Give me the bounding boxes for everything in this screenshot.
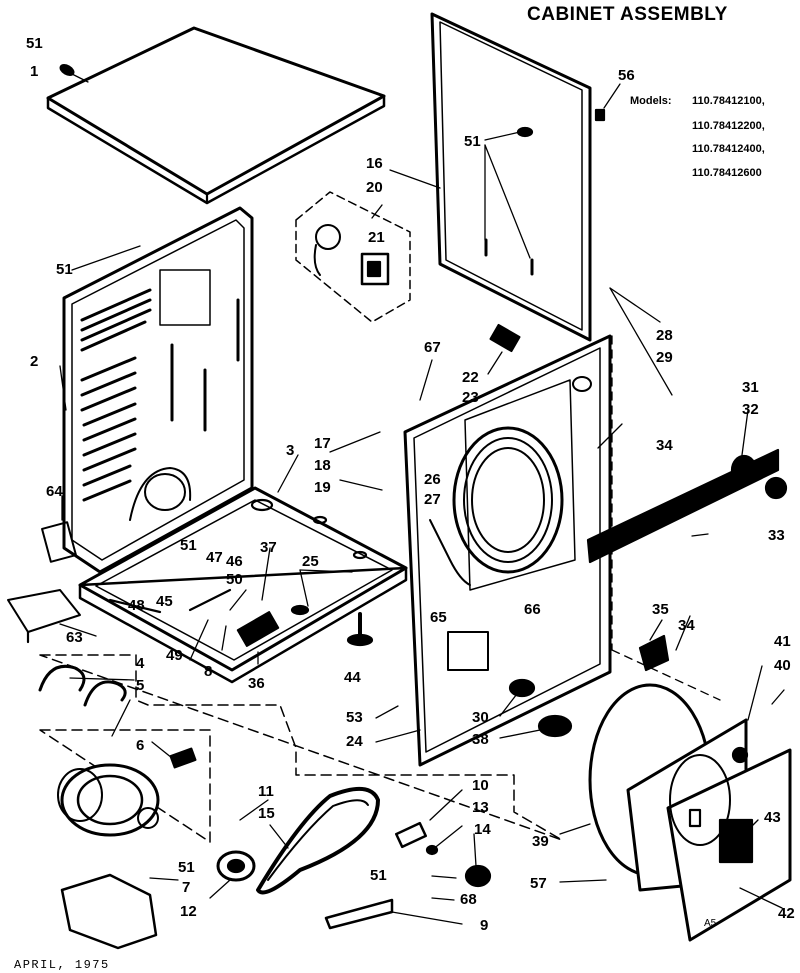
clip-part: [596, 110, 604, 120]
part-label: 43: [764, 809, 781, 826]
thermostat-assembly: [296, 192, 410, 322]
part-label: 65: [430, 609, 447, 626]
part-label: 4: [136, 655, 145, 672]
clip-part: [8, 590, 80, 642]
motor-mount: [62, 875, 156, 948]
part-label: 3: [286, 442, 294, 459]
part-label: 13: [472, 799, 489, 816]
part-label: 18: [314, 457, 331, 474]
part-label: 49: [166, 647, 183, 664]
drawing-code: A5: [704, 918, 717, 929]
part-label: 7: [182, 879, 190, 896]
part-label: 51: [370, 867, 387, 884]
side-panel: [64, 208, 252, 572]
drive-pulley: [218, 852, 254, 880]
model-number: 110.78412600: [692, 167, 762, 179]
part-label: 2: [30, 353, 38, 370]
part-label: 53: [346, 709, 363, 726]
part-label: 41: [774, 633, 791, 650]
part-label: 46: [226, 553, 243, 570]
part-label: 6: [136, 737, 144, 754]
part-label: 21: [368, 229, 385, 246]
part-label: 57: [530, 875, 547, 892]
part-label: 32: [742, 401, 759, 418]
idler-assembly: [396, 823, 490, 886]
idler-bracket: [326, 900, 392, 928]
part-label: 12: [180, 903, 197, 920]
part-label: 5: [136, 677, 144, 694]
part-label: 1: [30, 63, 38, 80]
part-label: 17: [314, 435, 331, 452]
part-label: 31: [742, 379, 759, 396]
bulkhead-assembly: [590, 685, 790, 940]
drive-belt: [258, 789, 378, 893]
part-label: 51: [464, 133, 481, 150]
part-label: 16: [366, 155, 383, 172]
part-label: 26: [424, 471, 441, 488]
part-label: 39: [532, 833, 549, 850]
part-label: 25: [302, 553, 319, 570]
part-label: 9: [480, 917, 488, 934]
part-label: 63: [66, 629, 83, 646]
part-label: 48: [128, 597, 145, 614]
leveling-leg: [348, 614, 372, 645]
part-label: 30: [472, 709, 489, 726]
part-labels: 51 1 51 2 64 63 48 51 47 3 37 46 50 25 4…: [26, 35, 795, 934]
part-label: 56: [618, 67, 635, 84]
part-label: 68: [460, 891, 477, 908]
part-label: 8: [204, 663, 212, 680]
model-number: 110.78412400,: [692, 143, 765, 155]
base-panel: [80, 488, 406, 682]
part-label: 38: [472, 731, 489, 748]
model-number: 110.78412200,: [692, 120, 765, 132]
part-label: 34: [656, 437, 673, 454]
part-label: 10: [472, 777, 489, 794]
warning-label: [42, 522, 76, 562]
part-label: 40: [774, 657, 791, 674]
part-label: 34: [678, 617, 695, 634]
part-label: 24: [346, 733, 363, 750]
diagram-title: CABINET ASSEMBLY: [527, 4, 728, 25]
part-label: 33: [768, 527, 785, 544]
part-label: 28: [656, 327, 673, 344]
part-label: 45: [156, 593, 173, 610]
part-label: 44: [344, 669, 361, 686]
motor-assembly: [40, 655, 562, 842]
part-label: 51: [26, 35, 43, 52]
publication-date: APRIL, 1975: [14, 958, 110, 972]
hinge: [640, 636, 668, 670]
part-label: 19: [314, 479, 331, 496]
part-label: 36: [248, 675, 265, 692]
part-label: 66: [524, 601, 541, 618]
part-label: 20: [366, 179, 383, 196]
part-label: 51: [56, 261, 73, 278]
part-label: 51: [180, 537, 197, 554]
front-panel: [405, 336, 610, 765]
part-label: 22: [462, 369, 479, 386]
part-label: 27: [424, 491, 441, 508]
part-label: 47: [206, 549, 223, 566]
toe-plate: [588, 450, 786, 562]
part-label: 23: [462, 389, 479, 406]
part-label: 51: [178, 859, 195, 876]
part-label: 64: [46, 483, 63, 500]
part-label: 14: [474, 821, 491, 838]
part-label: 29: [656, 349, 673, 366]
models-label: Models:: [630, 95, 672, 107]
part-label: 15: [258, 805, 275, 822]
part-label: 11: [258, 783, 274, 800]
model-number: 110.78412100,: [692, 95, 765, 107]
part-label: 50: [226, 571, 243, 588]
knob: [510, 680, 571, 736]
part-label: 37: [260, 539, 277, 556]
part-label: 35: [652, 601, 669, 618]
top-panel: [48, 28, 384, 203]
door-switch: [491, 325, 520, 351]
motor-clip: [40, 666, 125, 705]
rear-panel: [432, 14, 590, 340]
part-label: 42: [778, 905, 795, 922]
part-label: 67: [424, 339, 441, 356]
